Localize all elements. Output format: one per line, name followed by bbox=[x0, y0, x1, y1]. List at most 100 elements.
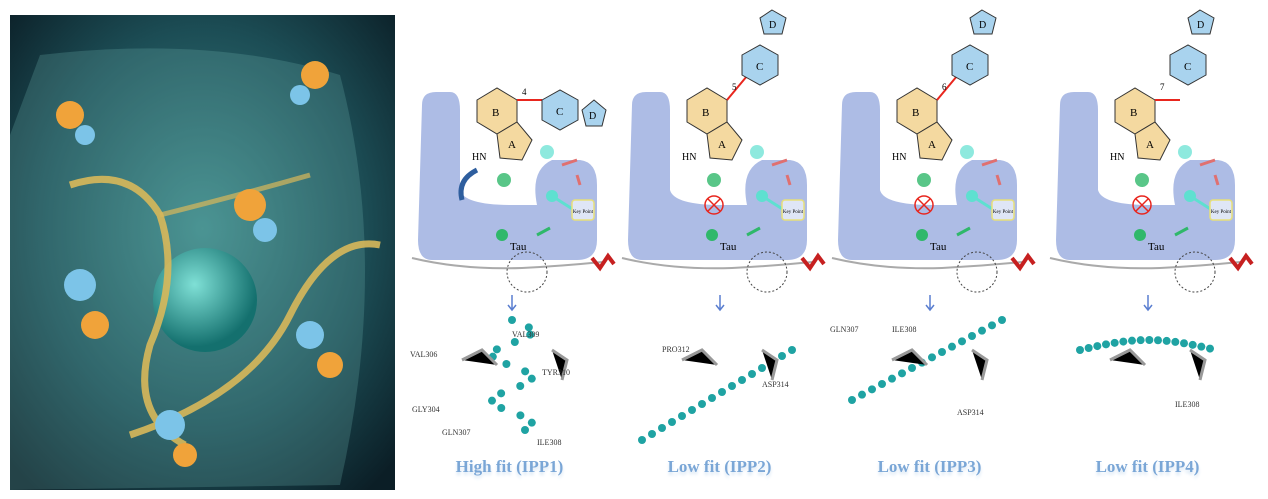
tau-sphere bbox=[153, 248, 257, 352]
position-number: 4 bbox=[522, 87, 527, 97]
residue-label: ASP314 bbox=[957, 408, 984, 417]
position-number: 7 bbox=[1160, 82, 1165, 92]
ring-c: C bbox=[741, 44, 779, 86]
panel-ipp1: B A HN 4 C D Tau Key Point High fit (IPP… bbox=[402, 0, 617, 499]
svg-text:A: A bbox=[1146, 139, 1154, 151]
helix-icon bbox=[1010, 252, 1036, 272]
svg-text:B: B bbox=[492, 107, 499, 119]
binding-arrow bbox=[458, 167, 479, 201]
tau-label: Tau bbox=[930, 241, 947, 253]
hn-label: HN bbox=[1110, 152, 1124, 163]
hn-label: HN bbox=[472, 152, 486, 163]
residue-label: ILE308 bbox=[892, 325, 917, 334]
zoom-circle bbox=[956, 251, 998, 293]
residue-label: GLY304 bbox=[412, 405, 440, 414]
residue-sticks bbox=[891, 348, 989, 381]
ring-d: D bbox=[969, 9, 997, 35]
carbonyl-o-1 bbox=[1178, 145, 1192, 159]
down-arrow-icon bbox=[925, 295, 935, 312]
tau-label: Tau bbox=[720, 241, 737, 253]
ring-d: D bbox=[581, 99, 607, 127]
hn-label: HN bbox=[682, 152, 696, 163]
residue-label: ILE308 bbox=[537, 438, 562, 447]
svg-text:D: D bbox=[589, 111, 596, 122]
tau-label: Tau bbox=[510, 241, 527, 253]
position-number: 5 bbox=[732, 82, 737, 92]
tau-pocket bbox=[838, 92, 1017, 260]
svg-text:D: D bbox=[769, 20, 776, 31]
ring-a: A bbox=[496, 121, 533, 161]
tau-pocket bbox=[418, 92, 597, 260]
panel-ipp3: B A HN 6 C D Tau Key Point Low fit (IPP3… bbox=[822, 0, 1037, 499]
tau-pocket bbox=[628, 92, 807, 260]
mismatch-icon bbox=[704, 195, 724, 215]
residue-label: TYR310 bbox=[542, 368, 570, 377]
key-point-box: Key Point bbox=[571, 199, 595, 221]
mismatch-icon bbox=[1132, 195, 1152, 215]
residue-label: GLN307 bbox=[830, 325, 859, 334]
tau-label: Tau bbox=[1148, 241, 1165, 253]
svg-text:C: C bbox=[966, 61, 973, 73]
zoom-circle bbox=[746, 251, 788, 293]
tau-hbond-site bbox=[1134, 229, 1146, 241]
residue-label: ASP314 bbox=[762, 380, 789, 389]
carbonyl-o-1 bbox=[960, 145, 974, 159]
ring-a: A bbox=[706, 121, 743, 161]
svg-text:A: A bbox=[508, 139, 516, 151]
residue-label: PRO312 bbox=[662, 345, 690, 354]
down-arrow-icon bbox=[507, 295, 517, 312]
ring-d: D bbox=[1187, 9, 1215, 35]
docked-ligand bbox=[1076, 336, 1214, 354]
svg-text:Key Point: Key Point bbox=[783, 210, 804, 215]
carbonyl-o-2 bbox=[917, 173, 931, 187]
svg-text:D: D bbox=[1197, 20, 1204, 31]
fit-label: Low fit (IPP4) bbox=[1095, 457, 1200, 476]
fit-label: Low fit (IPP3) bbox=[877, 457, 982, 476]
ring-c: C bbox=[541, 89, 579, 131]
svg-text:C: C bbox=[756, 61, 763, 73]
helix-icon bbox=[800, 252, 826, 272]
ring-c: C bbox=[951, 44, 989, 86]
panel-ipp2: B A HN 5 C D Tau Key Point Low fit (IPP2… bbox=[612, 0, 827, 499]
residue-label: GLN307 bbox=[442, 428, 471, 437]
fit-label: Low fit (IPP2) bbox=[667, 457, 772, 476]
svg-text:Key Point: Key Point bbox=[573, 210, 594, 215]
docked-ligand bbox=[488, 316, 536, 434]
svg-text:B: B bbox=[912, 107, 919, 119]
residue-label: ILE308 bbox=[1175, 400, 1200, 409]
protein-backbone bbox=[411, 257, 603, 270]
ring-a: A bbox=[1134, 121, 1171, 161]
helix-icon bbox=[590, 252, 616, 272]
svg-text:C: C bbox=[1184, 61, 1191, 73]
ring-a: A bbox=[916, 121, 953, 161]
down-arrow-icon bbox=[1143, 295, 1153, 312]
ring-d: D bbox=[759, 9, 787, 35]
key-point-box: Key Point bbox=[991, 199, 1015, 221]
svg-text:Key Point: Key Point bbox=[993, 210, 1014, 215]
residue-sticks bbox=[681, 348, 779, 381]
mismatch-icon bbox=[914, 195, 934, 215]
cover-artwork-tau-illustration bbox=[10, 15, 395, 490]
key-point-box: Key Point bbox=[781, 199, 805, 221]
docked-ligand bbox=[638, 346, 796, 444]
carbonyl-o-2 bbox=[1135, 173, 1149, 187]
ring-c: C bbox=[1169, 44, 1207, 86]
carbonyl-o-1 bbox=[750, 145, 764, 159]
svg-text:C: C bbox=[556, 106, 563, 118]
residue-sticks bbox=[1109, 348, 1207, 381]
docked-ligand bbox=[848, 316, 1006, 404]
tau-hbond-site bbox=[916, 229, 928, 241]
tau-pocket bbox=[1056, 92, 1235, 260]
hn-label: HN bbox=[892, 152, 906, 163]
position-number: 6 bbox=[942, 82, 947, 92]
zoom-circle bbox=[1174, 251, 1216, 293]
zoom-circle bbox=[506, 251, 548, 293]
inhibitor-molecules bbox=[56, 61, 343, 467]
fit-label: High fit (IPP1) bbox=[455, 457, 564, 476]
svg-text:A: A bbox=[928, 139, 936, 151]
tau-hbond-site bbox=[496, 229, 508, 241]
down-arrow-icon bbox=[715, 295, 725, 312]
svg-text:A: A bbox=[718, 139, 726, 151]
residue-label: VAL309 bbox=[512, 330, 540, 339]
carbonyl-o-2 bbox=[497, 173, 511, 187]
